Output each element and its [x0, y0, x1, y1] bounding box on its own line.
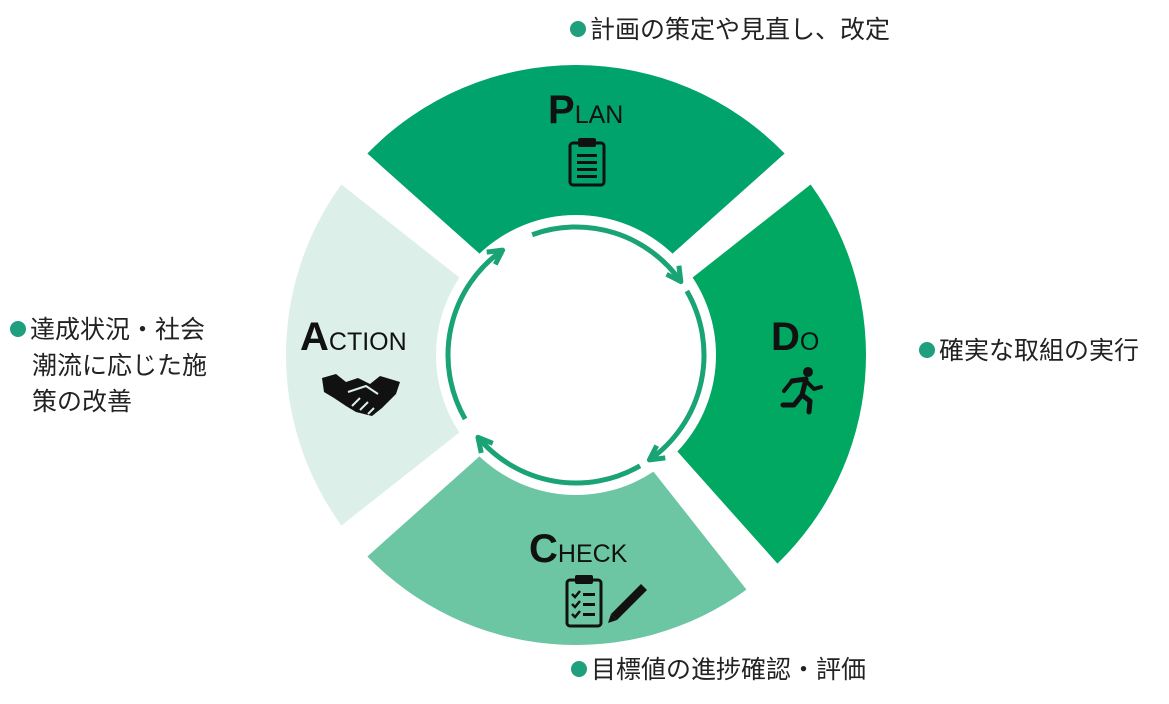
cycle-arrowhead: [665, 265, 684, 285]
check-note: 目標値の進捗確認・評価: [571, 652, 866, 688]
check-note-bullet: [571, 661, 587, 677]
check-title-initial: C: [529, 527, 558, 571]
action-note: 達成状況・社会 潮流に応じた施 策の改善: [10, 312, 207, 420]
clipboard-check-pencil-icon: [565, 575, 647, 628]
clipboard-list-icon: [568, 138, 606, 187]
handshake-icon: [322, 374, 400, 416]
do-note: 確実な取組の実行: [919, 333, 1139, 369]
plan-title-rest: LAN: [574, 101, 624, 129]
do-title-rest: O: [799, 328, 820, 356]
cycle-arrow-arc: [476, 435, 642, 486]
plan-title-initial: P: [548, 88, 575, 132]
check-title: CHECK: [529, 527, 627, 572]
cycle-arrowhead: [475, 434, 494, 454]
plan-note: 計画の策定や見直し、改定: [570, 12, 890, 48]
action-title: ACTION: [300, 315, 407, 360]
action-segment: [286, 184, 460, 526]
do-title: DO: [771, 315, 819, 360]
check-title-rest: HECK: [557, 540, 628, 568]
cycle-arrowhead: [486, 247, 506, 266]
action-note-line-1: 達成状況・社会: [10, 312, 207, 348]
cycle-arrowhead: [646, 444, 666, 463]
do-title-initial: D: [771, 315, 800, 359]
action-note-line-1-text: 達成状況・社会: [30, 315, 206, 344]
check-note-text: 目標値の進捗確認・評価: [591, 655, 867, 684]
plan-segment: [367, 64, 785, 254]
action-title-rest: CTION: [328, 328, 407, 356]
do-note-bullet: [919, 342, 935, 358]
do-note-text: 確実な取組の実行: [939, 336, 1140, 365]
plan-note-text: 計画の策定や見直し、改定: [590, 15, 891, 44]
action-title-initial: A: [300, 315, 329, 359]
plan-note-bullet: [570, 21, 586, 37]
action-note-line-2: 潮流に応じた施: [32, 351, 208, 380]
action-note-line-3: 策の改善: [32, 387, 133, 416]
cycle-arrow-arc: [647, 289, 707, 462]
action-note-bullet: [10, 321, 26, 337]
cycle-arrow-arc: [531, 224, 683, 284]
check-segment: [367, 456, 747, 645]
running-person-icon: [780, 367, 823, 415]
cycle-arrow-arc: [445, 248, 505, 421]
do-segment: [677, 184, 866, 564]
cycle-arrows: [445, 224, 707, 486]
plan-title: PLAN: [548, 88, 623, 133]
